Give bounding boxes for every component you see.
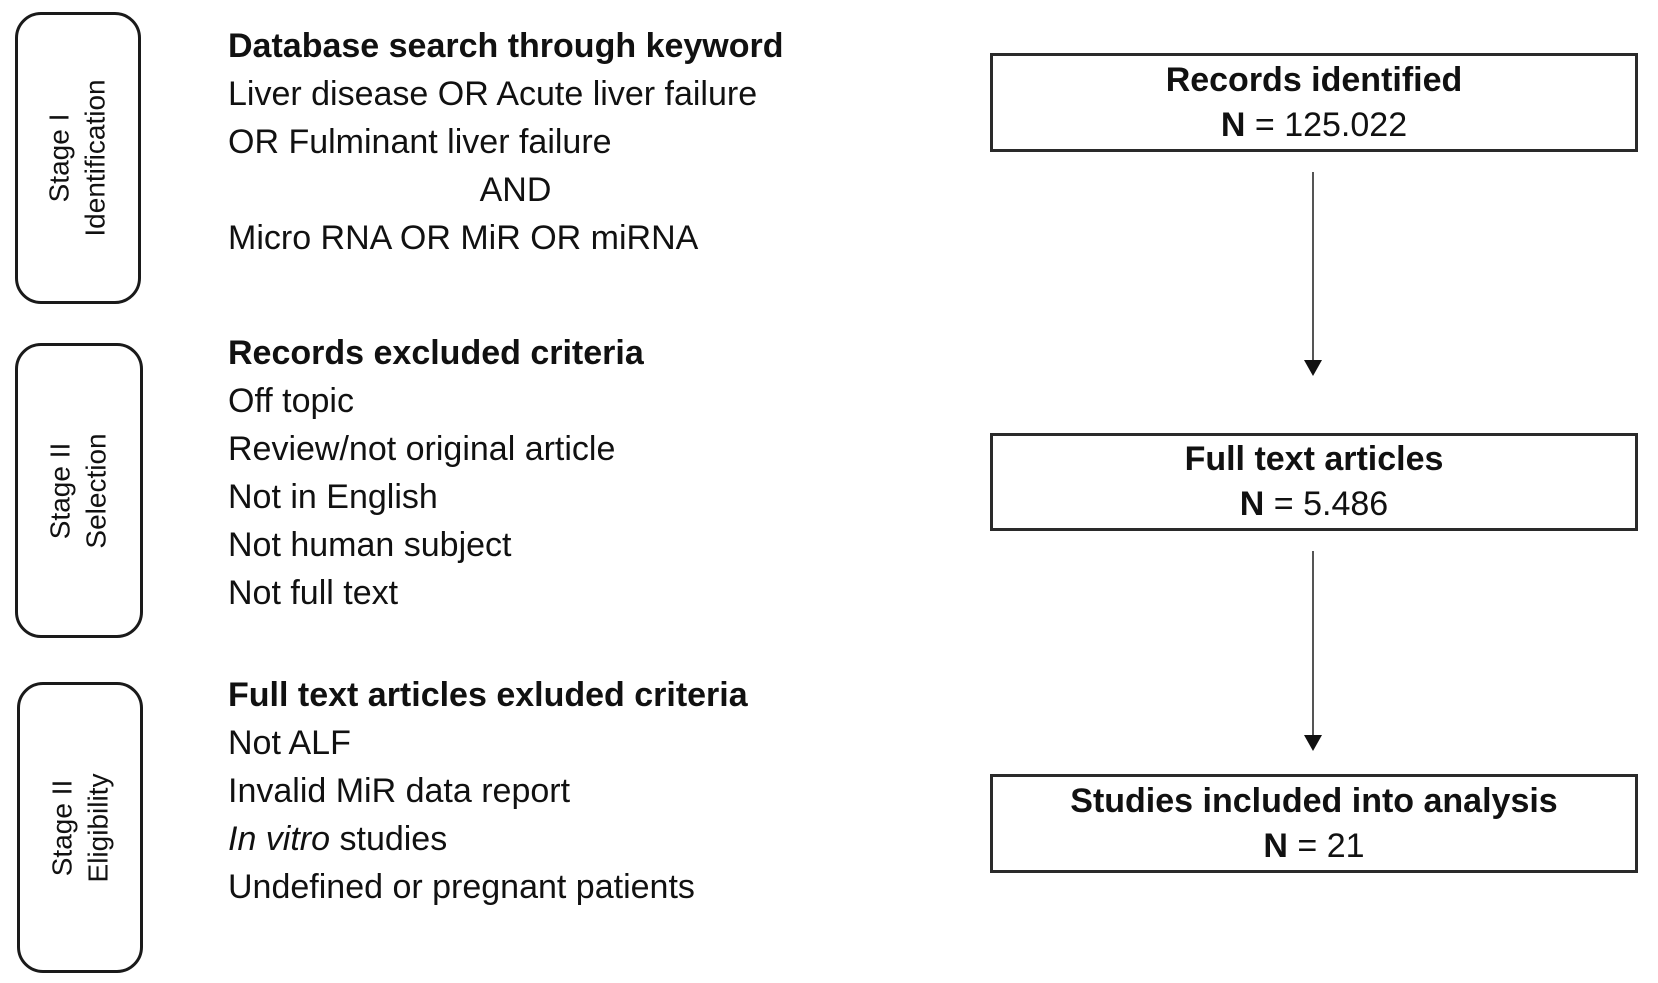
flow-box-count: N = 21 — [1263, 824, 1364, 869]
flow-box-studies-included: Studies included into analysis N = 21 — [990, 774, 1638, 873]
criteria-line: In vitro studies — [228, 815, 828, 863]
criteria-line: Invalid MiR data report — [228, 772, 571, 810]
stage-name: Selection — [81, 432, 112, 549]
criteria-title: Full text articles exluded criteria — [228, 676, 748, 714]
flow-box-count: N = 5.486 — [1240, 482, 1388, 527]
criteria-line: Not full text — [228, 574, 399, 612]
stage-name: Identification — [80, 79, 111, 237]
criteria-block-search: Database search through keyword Liver di… — [228, 22, 828, 262]
criteria-line-italic-part: In vitro — [228, 820, 331, 858]
flow-box-title: Records identified — [1165, 60, 1463, 99]
flow-box-full-text-articles: Full text articles N = 5.486 — [990, 433, 1638, 531]
n-label: N — [1220, 105, 1246, 144]
stage-number: Stage I — [44, 113, 75, 203]
n-value: = 21 — [1287, 826, 1365, 865]
arrow-down-icon — [1304, 735, 1322, 751]
n-value: = 125.022 — [1245, 105, 1408, 144]
criteria-block-selection: Records excluded criteria Off topic Revi… — [228, 329, 828, 617]
flow-box-title: Studies included into analysis — [1070, 781, 1558, 820]
boolean-operator: AND — [479, 171, 552, 209]
stage-tab-label: Stage II Selection — [43, 433, 115, 548]
criteria-line: Undefined or pregnant patients — [228, 868, 695, 906]
n-label: N — [1239, 485, 1265, 523]
criteria-line: Not human subject — [228, 526, 512, 564]
criteria-line: Liver disease OR Acute liver failure — [228, 75, 758, 113]
flow-box-records-identified: Records identified N = 125.022 — [990, 53, 1638, 152]
criteria-block-eligibility: Full text articles exluded criteria Not … — [228, 671, 828, 911]
stage-tab-selection: Stage II Selection — [15, 343, 143, 638]
stage-tab-identification: Stage I Identification — [15, 12, 141, 304]
criteria-line: Off topic — [228, 382, 354, 420]
arrow-down-icon — [1304, 360, 1322, 376]
stage-name: Eligibility — [82, 773, 113, 882]
criteria-line: Not ALF — [228, 724, 351, 762]
criteria-line-regular-part: studies — [330, 820, 448, 858]
arrow-line-2 — [1312, 551, 1314, 737]
stage-tab-label: Stage II Eligibility — [44, 773, 116, 882]
criteria-line: Micro RNA OR MiR OR miRNA — [228, 219, 699, 257]
stage-tab-label: Stage I Identification — [42, 79, 114, 236]
n-value: = 5.486 — [1264, 485, 1389, 523]
criteria-line: Not in English — [228, 478, 438, 516]
n-label: N — [1263, 826, 1288, 865]
flow-box-count: N = 125.022 — [1221, 103, 1407, 148]
stage-tab-eligibility: Stage II Eligibility — [17, 682, 143, 973]
arrow-line-1 — [1312, 172, 1314, 362]
criteria-title: Database search through keyword — [228, 27, 784, 65]
criteria-line: OR Fulminant liver failure — [228, 123, 612, 161]
stage-number: Stage II — [45, 442, 76, 539]
criteria-title: Records excluded criteria — [228, 334, 644, 372]
flow-box-title: Full text articles — [1184, 440, 1444, 478]
stage-number: Stage II — [46, 779, 77, 876]
criteria-line: Review/not original article — [228, 430, 616, 468]
